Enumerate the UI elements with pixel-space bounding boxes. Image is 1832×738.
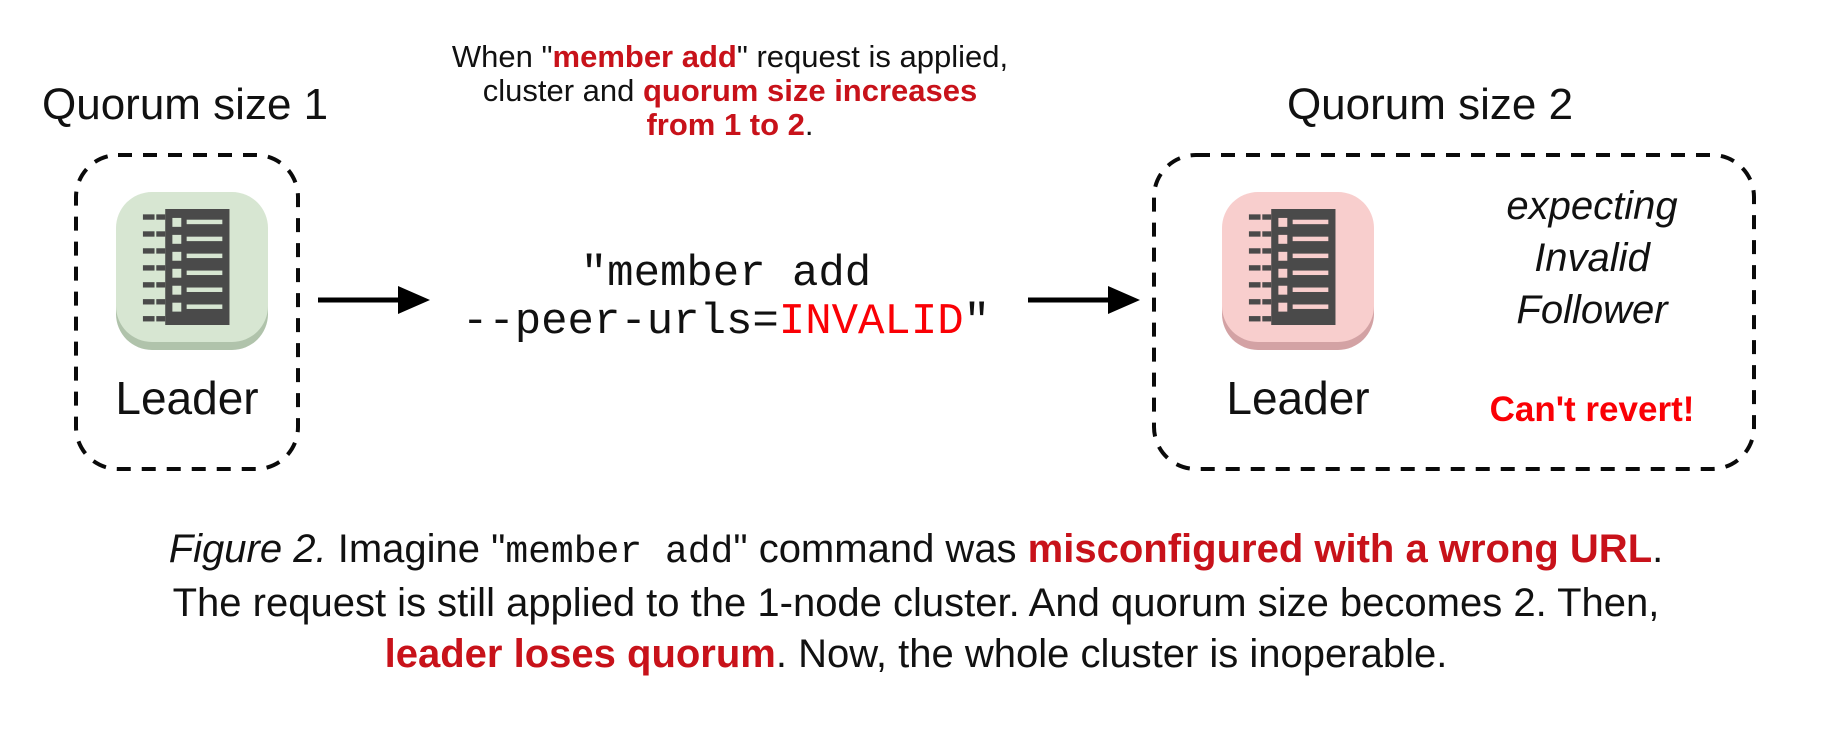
dashed-border	[1152, 153, 1756, 471]
expecting-line: expecting	[1506, 184, 1678, 228]
right-arrow-icon	[1028, 283, 1140, 322]
expecting-note: expecting Invalid Follower	[1420, 180, 1764, 336]
leader-node-icon	[116, 192, 268, 342]
caption-line: The request is still applied to the 1-no…	[172, 581, 1660, 625]
caption-line: Figure 2. Imagine "member add" command w…	[168, 527, 1664, 574]
expecting-line: Follower	[1516, 288, 1668, 332]
top-note-line: from 1 to 2.	[646, 107, 814, 142]
top-note: When "member add" request is applied, cl…	[450, 40, 1010, 142]
right-cluster-title: Quorum size 2	[1286, 80, 1574, 129]
top-note-line: When "member add" request is applied,	[451, 39, 1009, 74]
right-arrow-icon	[318, 283, 430, 322]
member-add-command: "member add --peer-urls=INVALID"	[436, 250, 1016, 346]
server-log-glyph	[1248, 209, 1336, 325]
command-line: --peer-urls=INVALID"	[461, 297, 991, 347]
server-log-glyph	[142, 209, 230, 325]
caption-line: leader loses quorum. Now, the whole clus…	[384, 632, 1448, 676]
figure-caption: Figure 2. Imagine "member add" command w…	[0, 524, 1832, 680]
top-note-line: cluster and quorum size increases	[482, 73, 978, 108]
leader-node-icon	[1222, 192, 1374, 342]
cant-revert-warning: Can't revert!	[1489, 390, 1695, 429]
left-node-label: Leader	[115, 372, 259, 424]
command-line: "member add	[580, 249, 872, 299]
left-cluster-title: Quorum size 1	[42, 80, 329, 129]
right-node-label: Leader	[1226, 372, 1370, 424]
right-cluster-box	[1152, 153, 1756, 471]
expecting-line: Invalid	[1534, 236, 1650, 280]
